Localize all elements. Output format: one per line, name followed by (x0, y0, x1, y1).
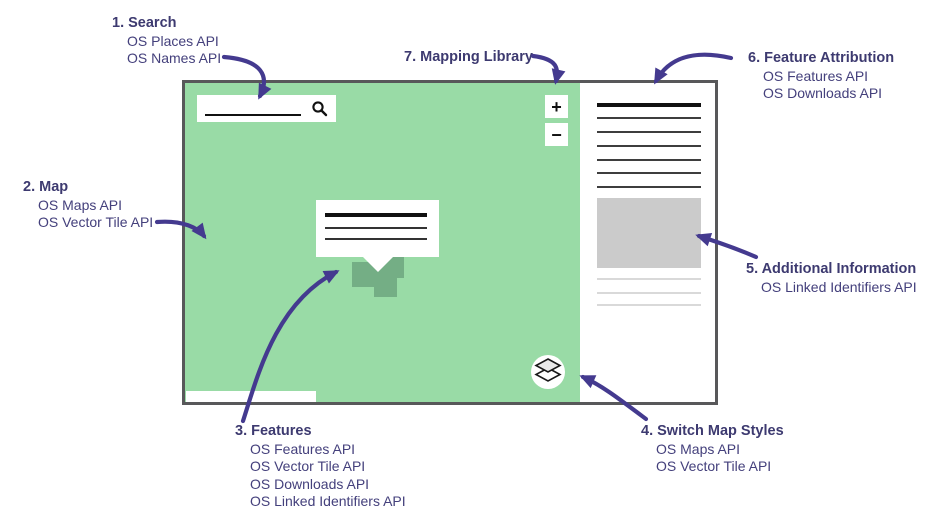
feature-popup (316, 200, 439, 257)
layers-icon (533, 357, 563, 388)
annotation-mapping-library: 7. Mapping Library (404, 49, 533, 67)
sidebar-title-placeholder-line (597, 103, 701, 107)
annotation-api: OS Places API (127, 32, 219, 49)
annotation-title: 4. Switch Map Styles (641, 423, 784, 439)
sidebar-light-placeholder-line (597, 304, 701, 306)
annotation-title: 7. Mapping Library (404, 49, 533, 65)
annotation-api: OS Features API (763, 67, 869, 84)
sidebar-text-placeholder-line (597, 186, 701, 188)
sidebar-image-placeholder (597, 198, 701, 268)
annotation-features: 3. Features OS Features API OS Vector Ti… (235, 423, 406, 511)
annotation-api: OS Downloads API (250, 475, 370, 492)
annotation-feature-attribution: 6. Feature Attribution OS Features API O… (748, 50, 894, 103)
scale-bar-strip (186, 391, 316, 402)
sidebar-text-placeholder-line (597, 131, 701, 133)
annotation-api: OS Maps API (38, 196, 123, 213)
sidebar-text-placeholder-line (597, 117, 701, 119)
info-sidebar (580, 83, 715, 402)
popup-tail (361, 255, 395, 272)
popup-title-placeholder-line (325, 213, 427, 217)
arrow-feature-attribution (653, 52, 734, 85)
annotation-additional-information: 5. Additional Information OS Linked Iden… (746, 261, 917, 296)
annotation-api: OS Features API (250, 440, 356, 457)
search-text-placeholder-line (205, 114, 301, 116)
sidebar-text-placeholder-line (597, 172, 701, 174)
annotation-search: 1. Search OS Places API OS Names API (112, 15, 221, 68)
search-icon[interactable] (311, 100, 328, 122)
popup-text-placeholder-line (325, 238, 427, 240)
annotation-api: OS Vector Tile API (250, 458, 366, 474)
annotation-title: 3. Features (235, 423, 312, 439)
annotation-api: OS Downloads API (763, 85, 883, 101)
annotation-api: OS Linked Identifiers API (250, 493, 406, 509)
annotation-api: OS Vector Tile API (38, 214, 154, 230)
sidebar-light-placeholder-line (597, 278, 701, 280)
annotation-api: OS Names API (127, 50, 222, 66)
annotation-api: OS Vector Tile API (656, 458, 772, 474)
annotation-title: 6. Feature Attribution (748, 50, 895, 66)
sidebar-text-placeholder-line (597, 145, 701, 147)
annotation-title: 5. Additional Information (746, 261, 917, 277)
popup-text-placeholder-line (325, 227, 427, 229)
app-wireframe: + − (182, 80, 718, 405)
map-feature-polygon[interactable] (374, 276, 397, 297)
sidebar-light-placeholder-line (597, 292, 701, 294)
zoom-out-button[interactable]: − (545, 123, 568, 146)
sidebar-text-placeholder-line (597, 159, 701, 161)
annotation-title: 1. Search (112, 15, 177, 31)
zoom-in-button[interactable]: + (545, 95, 568, 118)
annotation-switch-map-styles: 4. Switch Map Styles OS Maps API OS Vect… (641, 423, 784, 476)
annotation-title: 2. Map (23, 179, 69, 195)
annotation-api: OS Maps API (656, 440, 741, 457)
arrow-mapping-library (530, 53, 566, 85)
annotation-map: 2. Map OS Maps API OS Vector Tile API (23, 179, 153, 232)
annotation-api: OS Linked Identifiers API (761, 278, 917, 295)
layer-switcher-button[interactable] (531, 355, 565, 389)
search-input[interactable] (197, 95, 336, 122)
